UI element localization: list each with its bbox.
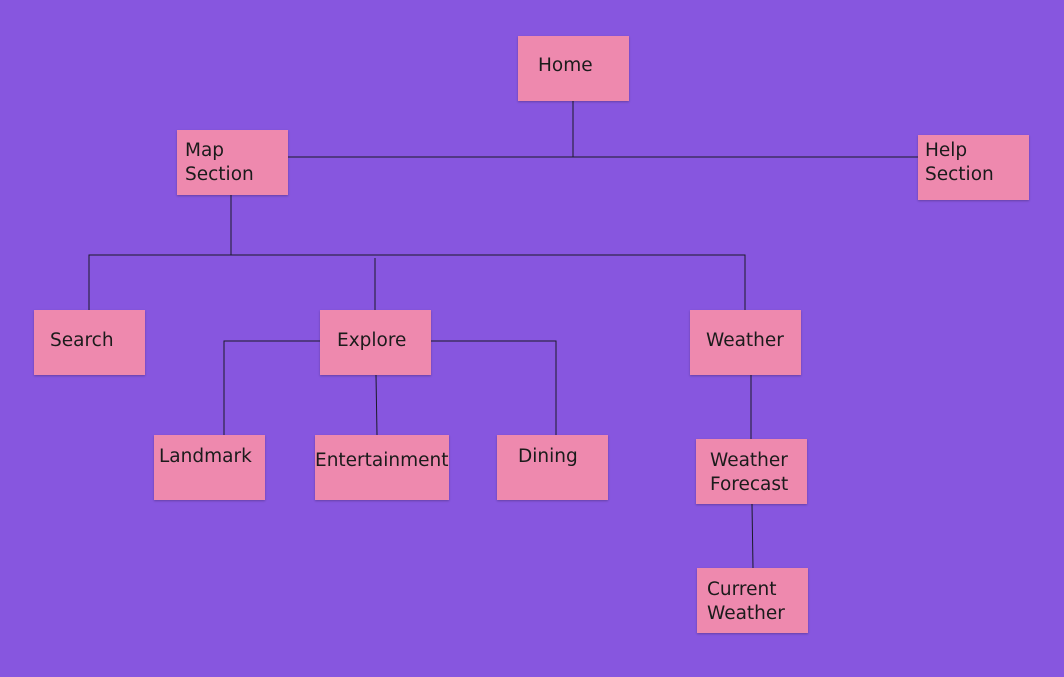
node-home-label-line-1: Home — [538, 55, 593, 76]
node-landmark-label-line-1: Landmark — [159, 446, 252, 467]
edge-explore-to-landmark — [223, 340, 320, 435]
node-help-section[interactable]: Help Section — [918, 135, 1029, 200]
node-home[interactable]: Home — [518, 36, 629, 101]
node-current-weather-label-line-2: Weather — [707, 603, 785, 624]
node-weather-forecast-label-line-1: Weather — [710, 450, 788, 471]
edge-explore-to-dining — [431, 340, 557, 435]
node-dining-label-line-1: Dining — [518, 446, 578, 467]
node-dining[interactable]: Dining — [497, 435, 608, 500]
node-entertainment-label-line-1: Entertainment — [315, 450, 449, 471]
edge-map-section-to-search — [88, 195, 232, 310]
node-map-section[interactable]: Map Section — [177, 130, 288, 195]
node-weather-forecast-label-line-2: Forecast — [710, 474, 789, 495]
node-map-section-label-line-1: Map — [185, 140, 225, 161]
edge-map-section-to-weather — [231, 254, 746, 310]
node-current-weather[interactable]: Current Weather — [697, 568, 808, 633]
edge-home-to-map-section — [288, 101, 574, 158]
node-landmark[interactable]: Landmark — [154, 435, 265, 500]
node-help-section-label-line-2: Section — [925, 164, 994, 185]
node-map-section-label-line-2: Section — [185, 164, 254, 185]
node-search[interactable]: Search — [34, 310, 145, 375]
node-explore[interactable]: Explore — [320, 310, 431, 375]
node-weather[interactable]: Weather — [690, 310, 801, 375]
node-entertainment[interactable]: Entertainment — [315, 435, 449, 500]
node-current-weather-label-line-1: Current — [707, 579, 777, 600]
node-help-section-label-line-1: Help — [925, 140, 968, 161]
edge-explore-to-entertainment — [375, 374, 378, 436]
edge-weather-forecast-to-current-weather — [751, 503, 754, 569]
node-weather-label-line-1: Weather — [706, 330, 784, 351]
node-explore-label-line-1: Explore — [337, 330, 407, 351]
node-search-label-line-1: Search — [50, 330, 114, 351]
node-weather-forecast[interactable]: Weather Forecast — [696, 439, 807, 504]
